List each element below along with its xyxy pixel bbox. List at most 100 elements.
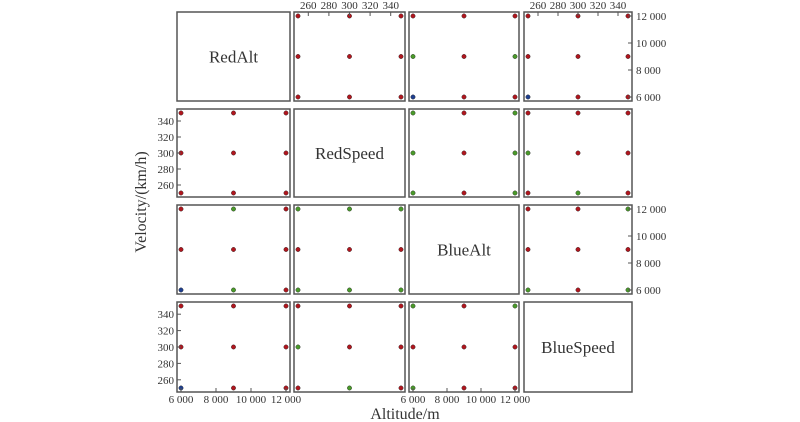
x-tick-label: 340 <box>382 0 399 12</box>
y-tick-label: 320 <box>158 326 175 338</box>
y-tick-label: 6 000 <box>636 285 661 297</box>
data-point <box>347 385 352 391</box>
data-point <box>575 54 581 59</box>
data-point <box>525 150 531 156</box>
data-point <box>461 110 467 116</box>
data-point <box>410 190 416 196</box>
data-point <box>295 94 301 100</box>
data-point <box>283 206 289 212</box>
data-point <box>461 94 467 100</box>
data-point <box>283 247 289 252</box>
y-tick-label: 12 000 <box>636 204 667 216</box>
y-tick-label: 260 <box>158 375 175 387</box>
diagonal-label-bluespeed: BlueSpeed <box>541 338 615 357</box>
data-point <box>575 94 581 100</box>
data-point <box>295 385 301 391</box>
data-point <box>295 54 301 59</box>
data-point <box>461 150 467 156</box>
y-axis-label: Velocity/(km/h) <box>133 151 150 252</box>
data-point <box>347 287 352 293</box>
y-tick-label: 340 <box>158 309 175 321</box>
x-tick-label: 10 000 <box>236 394 267 406</box>
data-point <box>461 385 467 391</box>
data-point <box>512 13 518 19</box>
panel-frame <box>408 301 520 393</box>
x-tick-label: 6 000 <box>169 394 194 406</box>
data-point <box>525 206 531 212</box>
data-point <box>231 344 236 350</box>
data-point <box>347 344 352 350</box>
data-point <box>461 54 467 59</box>
data-point <box>231 206 236 212</box>
data-point <box>575 247 581 252</box>
y-tick-label: 12 000 <box>636 11 667 23</box>
data-point <box>525 94 531 100</box>
panel-frame <box>293 301 406 393</box>
data-point <box>625 150 631 156</box>
x-tick-label: 6 000 <box>401 394 426 406</box>
y-tick-label: 8 000 <box>636 65 661 77</box>
data-point <box>625 54 631 59</box>
x-axis-label: Altitude/m <box>370 406 440 422</box>
data-point <box>525 54 531 59</box>
data-point <box>410 344 416 350</box>
data-point <box>283 150 289 156</box>
data-point <box>398 13 404 19</box>
data-point <box>347 303 352 309</box>
data-point <box>625 247 631 252</box>
data-point <box>283 303 289 309</box>
data-point <box>283 190 289 196</box>
data-point <box>410 94 416 100</box>
data-point <box>512 94 518 100</box>
data-point <box>410 150 416 156</box>
data-point <box>178 287 184 293</box>
panel-frame <box>408 204 520 295</box>
data-point <box>231 190 236 196</box>
data-point <box>575 150 581 156</box>
data-point <box>575 190 581 196</box>
y-tick-label: 300 <box>158 148 175 160</box>
data-point <box>398 303 404 309</box>
data-point <box>398 344 404 350</box>
data-point <box>231 247 236 252</box>
x-tick-label: 320 <box>590 0 607 12</box>
data-point <box>295 206 301 212</box>
y-tick-label: 10 000 <box>636 231 667 243</box>
data-point <box>461 303 467 309</box>
x-tick-label: 320 <box>362 0 379 12</box>
data-point <box>398 385 404 391</box>
data-point <box>347 54 352 59</box>
data-point <box>178 190 184 196</box>
data-point <box>231 150 236 156</box>
diagonal-label-bluealt: BlueAlt <box>437 241 491 260</box>
data-point <box>178 247 184 252</box>
diagonal-label-redspeed: RedSpeed <box>315 144 384 163</box>
data-point <box>461 344 467 350</box>
data-point <box>512 54 518 59</box>
y-tick-label: 320 <box>158 132 175 144</box>
x-tick-label: 10 000 <box>466 394 497 406</box>
x-tick-label: 300 <box>341 0 358 12</box>
y-tick-label: 260 <box>158 180 175 192</box>
data-point <box>410 13 416 19</box>
x-tick-label: 280 <box>321 0 338 12</box>
panel-frame <box>176 11 291 102</box>
diagonal-label-redalt: RedAlt <box>209 48 258 67</box>
x-tick-label: 340 <box>610 0 627 12</box>
data-point <box>398 54 404 59</box>
data-point <box>575 206 581 212</box>
data-point <box>295 303 301 309</box>
data-point <box>398 287 404 293</box>
x-tick-label: 300 <box>570 0 587 12</box>
data-point <box>398 94 404 100</box>
data-point <box>512 303 518 309</box>
x-tick-label: 8 000 <box>435 394 460 406</box>
data-point <box>461 190 467 196</box>
data-point <box>625 110 631 116</box>
data-point <box>525 13 531 19</box>
data-point <box>231 303 236 309</box>
data-point <box>575 287 581 293</box>
data-point <box>295 13 301 19</box>
y-tick-label: 300 <box>158 342 175 354</box>
